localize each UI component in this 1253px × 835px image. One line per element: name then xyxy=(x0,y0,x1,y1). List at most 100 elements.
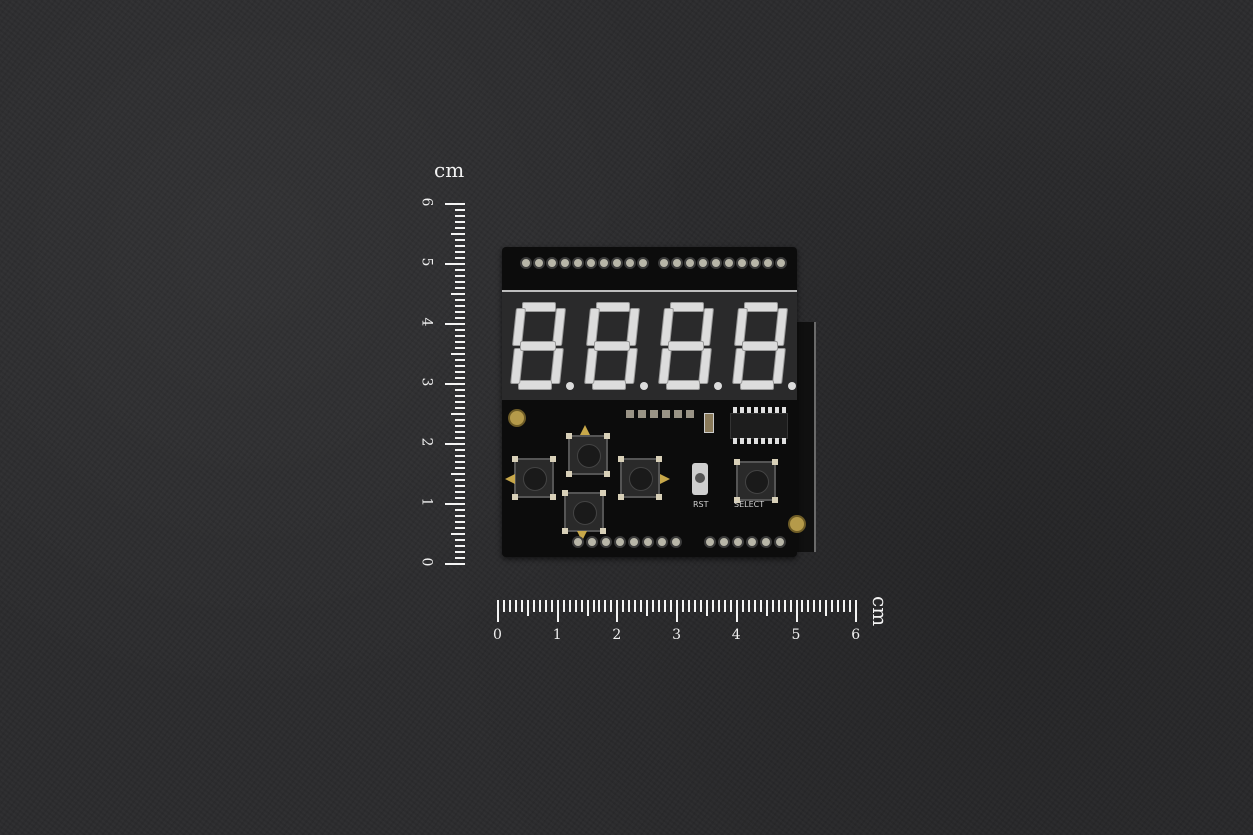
ruler-tick xyxy=(682,600,685,612)
select-button[interactable] xyxy=(734,459,778,503)
mounting-hole-left xyxy=(508,409,526,427)
right-arrow-icon xyxy=(660,474,670,484)
ruler-tick xyxy=(455,545,465,547)
ruler-tick xyxy=(455,329,465,331)
ruler-tick xyxy=(455,275,465,277)
button-left[interactable] xyxy=(512,456,556,500)
ruler-tick xyxy=(520,600,523,612)
ruler-tick xyxy=(777,600,780,612)
ruler-tick xyxy=(556,600,559,622)
ruler-tick xyxy=(502,600,505,612)
select-label: SELECT xyxy=(734,500,765,509)
mounting-hole-right xyxy=(788,515,806,533)
decimal-point xyxy=(566,382,574,390)
ruler-tick xyxy=(445,503,465,505)
ruler-tick xyxy=(455,521,465,523)
ruler-tick xyxy=(747,600,750,612)
smd-resistor xyxy=(650,410,658,418)
header-pin xyxy=(598,257,610,269)
ruler-tick xyxy=(586,600,589,616)
ruler-tick xyxy=(819,600,822,612)
ruler-tick xyxy=(717,600,720,612)
ruler-tick xyxy=(544,600,547,612)
ruler-tick xyxy=(451,353,465,355)
ruler-tick xyxy=(843,600,846,612)
ic-pin xyxy=(768,438,772,444)
ruler-tick xyxy=(455,467,465,469)
ruler-tick xyxy=(455,551,465,553)
segment xyxy=(670,302,704,312)
ruler-label: 6 xyxy=(851,627,861,643)
header-pin xyxy=(697,257,709,269)
ruler-tick xyxy=(604,600,607,612)
button-lead xyxy=(550,456,556,462)
ic-pin xyxy=(782,438,786,444)
ruler-tick xyxy=(568,600,571,612)
ic-pin xyxy=(775,407,779,413)
ruler-tick xyxy=(622,600,625,612)
ruler-label: 5 xyxy=(791,627,801,643)
segment xyxy=(740,380,774,390)
reset-button[interactable] xyxy=(692,463,708,495)
ruler-tick xyxy=(592,600,595,612)
ruler-tick xyxy=(455,491,465,493)
digit xyxy=(584,302,648,390)
segment xyxy=(522,302,556,312)
header-pin xyxy=(572,257,584,269)
ruler-tick xyxy=(455,281,465,283)
ruler-tick xyxy=(455,209,465,211)
segment xyxy=(772,348,786,384)
ruler-tick xyxy=(813,600,816,612)
ruler-tick xyxy=(451,233,465,235)
ruler-tick xyxy=(759,600,762,612)
decimal-point xyxy=(714,382,722,390)
smd-resistor xyxy=(638,410,646,418)
button-down[interactable] xyxy=(562,490,606,534)
button-up[interactable] xyxy=(566,433,610,477)
ic-pin xyxy=(747,438,751,444)
ruler-tick xyxy=(455,431,465,433)
ruler-tick xyxy=(634,600,637,612)
ruler-tick xyxy=(694,600,696,612)
ic-pin xyxy=(733,407,737,413)
down-arrow-icon xyxy=(577,531,587,541)
ruler-label: 0 xyxy=(493,627,502,643)
ruler-tick xyxy=(688,600,691,612)
digit xyxy=(658,302,722,390)
ruler-tick xyxy=(610,600,613,612)
ruler-tick xyxy=(445,323,465,325)
ruler-tick xyxy=(497,600,499,622)
ruler-tick xyxy=(445,203,465,205)
ruler-tick xyxy=(789,600,792,612)
header-pin xyxy=(559,257,571,269)
reset-label: RST xyxy=(693,500,709,509)
digit xyxy=(732,302,796,390)
ruler-tick xyxy=(455,239,465,241)
ruler-tick xyxy=(598,600,601,612)
segment xyxy=(744,302,778,312)
ic-chip xyxy=(730,413,788,439)
ruler-label: 3 xyxy=(672,627,682,643)
button-right[interactable] xyxy=(618,456,662,500)
header-pin xyxy=(718,536,730,548)
header-pin xyxy=(710,257,722,269)
ruler-tick xyxy=(676,600,679,622)
ruler-tick xyxy=(455,389,465,391)
header-pin xyxy=(762,257,774,269)
button-lead xyxy=(618,456,624,462)
ruler-tick xyxy=(455,221,465,223)
ruler-tick xyxy=(616,600,619,622)
ruler-tick xyxy=(455,305,465,307)
ruler-label: 6 xyxy=(418,197,435,207)
ruler-tick xyxy=(831,600,834,612)
ruler-tick xyxy=(451,533,465,535)
ruler-label: 1 xyxy=(418,497,435,507)
header-pin xyxy=(723,257,735,269)
ruler-tick xyxy=(723,600,726,612)
button-cap xyxy=(745,470,769,494)
segment xyxy=(742,341,778,351)
ruler-tick xyxy=(753,600,756,612)
header-pin xyxy=(585,257,597,269)
ruler-tick xyxy=(455,515,465,517)
